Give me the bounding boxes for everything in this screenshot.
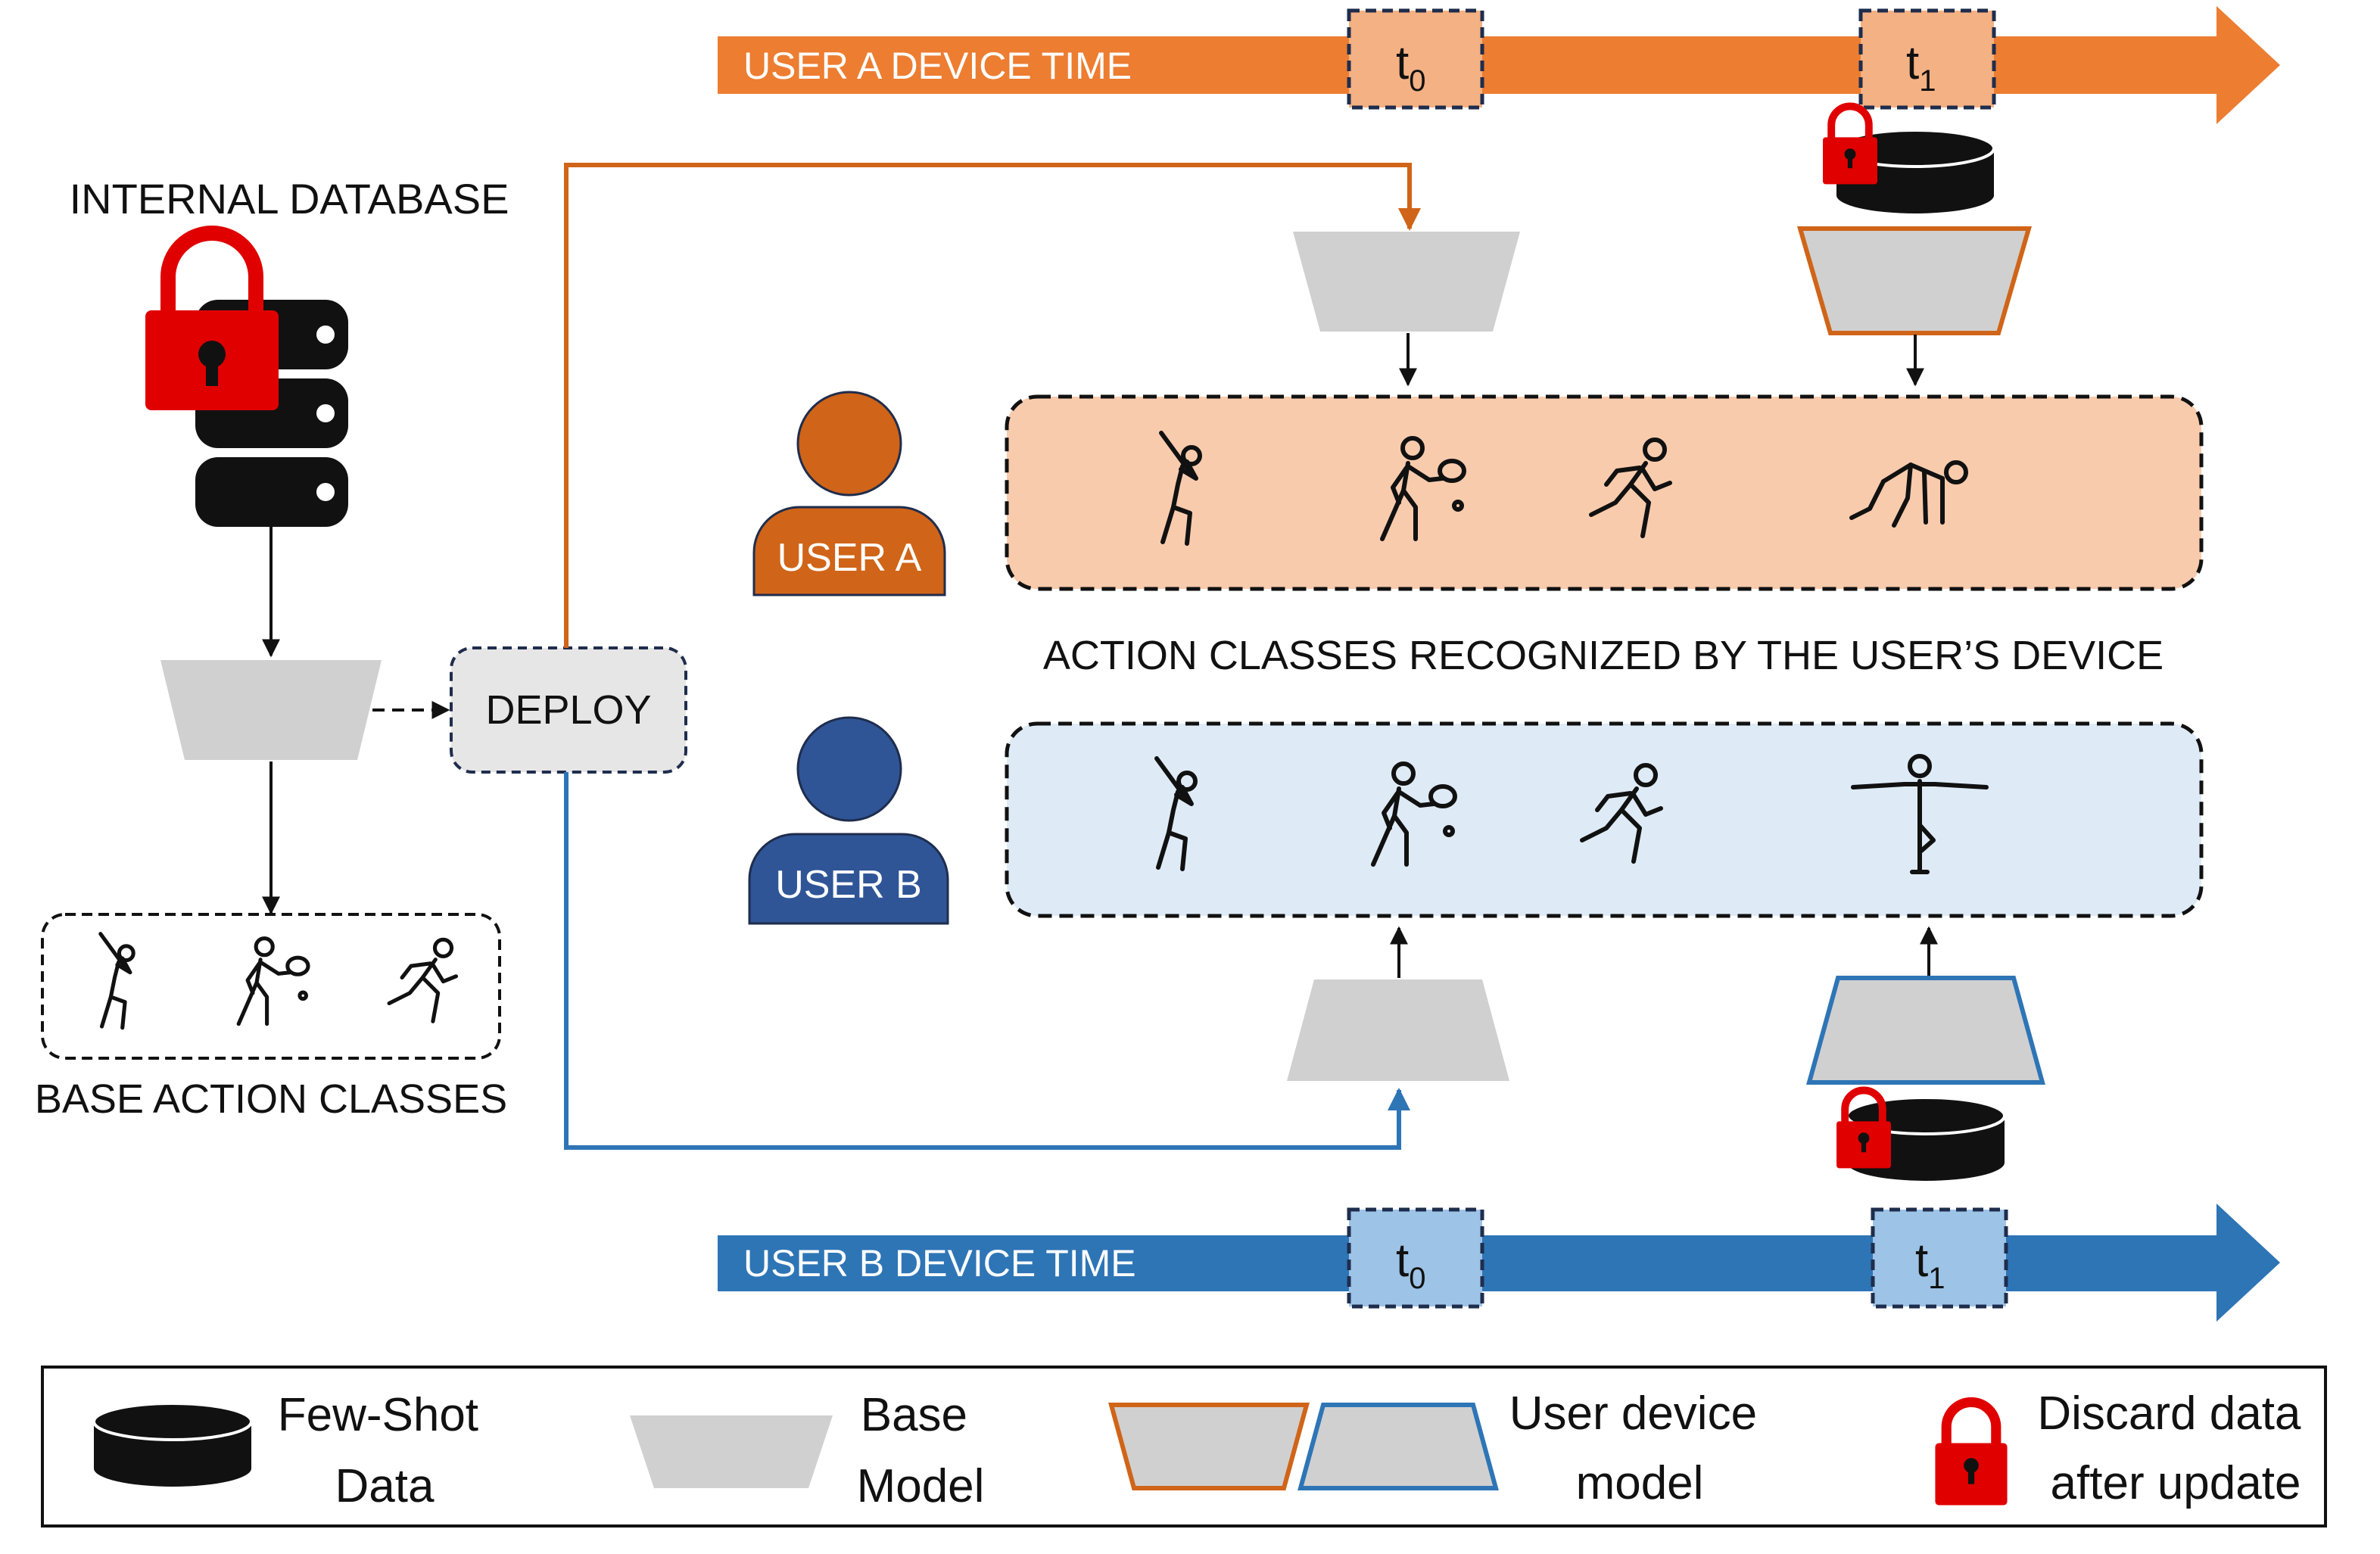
discard-lock-a-icon <box>1823 106 1877 184</box>
svg-text:Discard data after updat: Discard data after update <box>2037 1387 2313 1509</box>
action-panel-user-a <box>1005 394 2204 591</box>
t0-box-b: t0 <box>1347 1207 1484 1309</box>
legend-user-device-line1: User device <box>1509 1387 1757 1440</box>
action-panel-user-b <box>1005 721 2204 918</box>
t1-b-sub: 1 <box>1928 1262 1945 1295</box>
timeline-b-label: USER B DEVICE TIME <box>743 1242 1136 1285</box>
deploy-to-user-b-line <box>564 772 1410 1150</box>
legend-few-shot-line1: Few-Shot <box>278 1389 478 1441</box>
svg-text:t0: t0 <box>1396 37 1425 98</box>
timeline-a-label: USER A DEVICE TIME <box>743 45 1132 87</box>
legend-few-shot-icon <box>92 1402 253 1487</box>
svg-text:Base Model: Base Model <box>857 1389 985 1512</box>
user-device-model-a-t1 <box>1797 226 2032 335</box>
deploy-to-user-a-line <box>564 163 1421 648</box>
t0-a-main: t <box>1396 37 1409 89</box>
svg-text:User device model: User device model <box>1509 1387 1771 1509</box>
legend-few-shot-line2: Data <box>335 1460 435 1512</box>
internal-database-lock-icon <box>145 226 279 410</box>
recognized-caption: ACTION CLASSES RECOGNIZED BY THE USER’S … <box>1043 633 2163 678</box>
svg-text:t1: t1 <box>1915 1235 1945 1295</box>
deploy-label: DEPLOY <box>485 687 651 733</box>
t0-b-sub: 0 <box>1409 1262 1425 1295</box>
legend-base-model-icon <box>630 1415 833 1488</box>
t0-box-a: t0 <box>1347 8 1484 110</box>
svg-text:t1: t1 <box>1906 37 1936 98</box>
t0-a-sub: 0 <box>1409 64 1425 98</box>
legend-user-model-blue-icon <box>1297 1403 1499 1490</box>
legend-discard-line1: Discard data <box>2037 1387 2301 1440</box>
legend-discard-line2: after update <box>2051 1457 2301 1509</box>
legend: Few-Shot Data Base Model User device mod… <box>41 1366 2327 1528</box>
timeline-user-b: USER B DEVICE TIME t0 t1 <box>718 1204 2280 1322</box>
user-b-label: USER B <box>775 863 922 907</box>
discard-lock-b-icon <box>1836 1090 1891 1168</box>
t1-box-a: t1 <box>1858 8 1996 110</box>
t1-box-b: t1 <box>1871 1207 2008 1309</box>
user-device-model-b-t1 <box>1806 976 2045 1085</box>
t1-a-sub: 1 <box>1919 64 1936 98</box>
timeline-user-a: USER A DEVICE TIME t0 t1 <box>718 6 2280 124</box>
legend-user-device-line2: model <box>1576 1457 1704 1509</box>
user-a-avatar: USER A <box>752 391 946 596</box>
base-model-user-a-t0 <box>1293 232 1520 332</box>
svg-text:t0: t0 <box>1396 1235 1425 1295</box>
t1-a-main: t <box>1906 37 1919 89</box>
base-action-classes-box <box>41 913 501 1060</box>
legend-base-line1: Base <box>861 1389 967 1441</box>
base-action-classes-label: BASE ACTION CLASSES <box>35 1076 507 1122</box>
base-model-user-b-t0 <box>1287 979 1509 1081</box>
user-b-avatar: USER B <box>748 716 949 925</box>
svg-text:Few-Shot Data: Few-Shot Data <box>278 1389 492 1512</box>
t0-b-main: t <box>1396 1235 1409 1287</box>
t1-b-main: t <box>1915 1235 1928 1287</box>
deploy-box: DEPLOY <box>450 646 687 774</box>
legend-user-model-orange-icon <box>1108 1403 1310 1490</box>
base-model-main <box>160 660 382 760</box>
legend-base-line2: Model <box>857 1460 985 1512</box>
internal-database-title: INTERNAL DATABASE <box>70 175 509 223</box>
user-a-label: USER A <box>777 536 922 580</box>
